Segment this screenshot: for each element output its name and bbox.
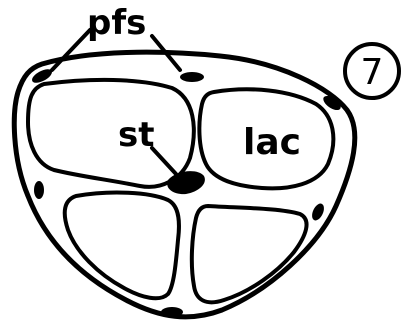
pfs-strand-bottom: [161, 307, 183, 317]
lower-right-lacuna: [192, 206, 307, 302]
figure-number: 7: [361, 52, 384, 93]
upper-left-lacuna: [28, 80, 194, 187]
pfs-strand-left: [34, 181, 44, 199]
stele-mark: [167, 171, 205, 194]
pfs-strand-top: [180, 72, 204, 82]
label-lac: lac: [243, 122, 301, 163]
pfs-strand-lower-right: [310, 202, 327, 223]
label-st: st: [118, 115, 155, 155]
lower-left-lacuna: [65, 193, 179, 299]
st-pointer: [152, 148, 176, 174]
label-pfs: pfs: [87, 3, 146, 43]
pfs-pointer-left: [52, 30, 90, 70]
